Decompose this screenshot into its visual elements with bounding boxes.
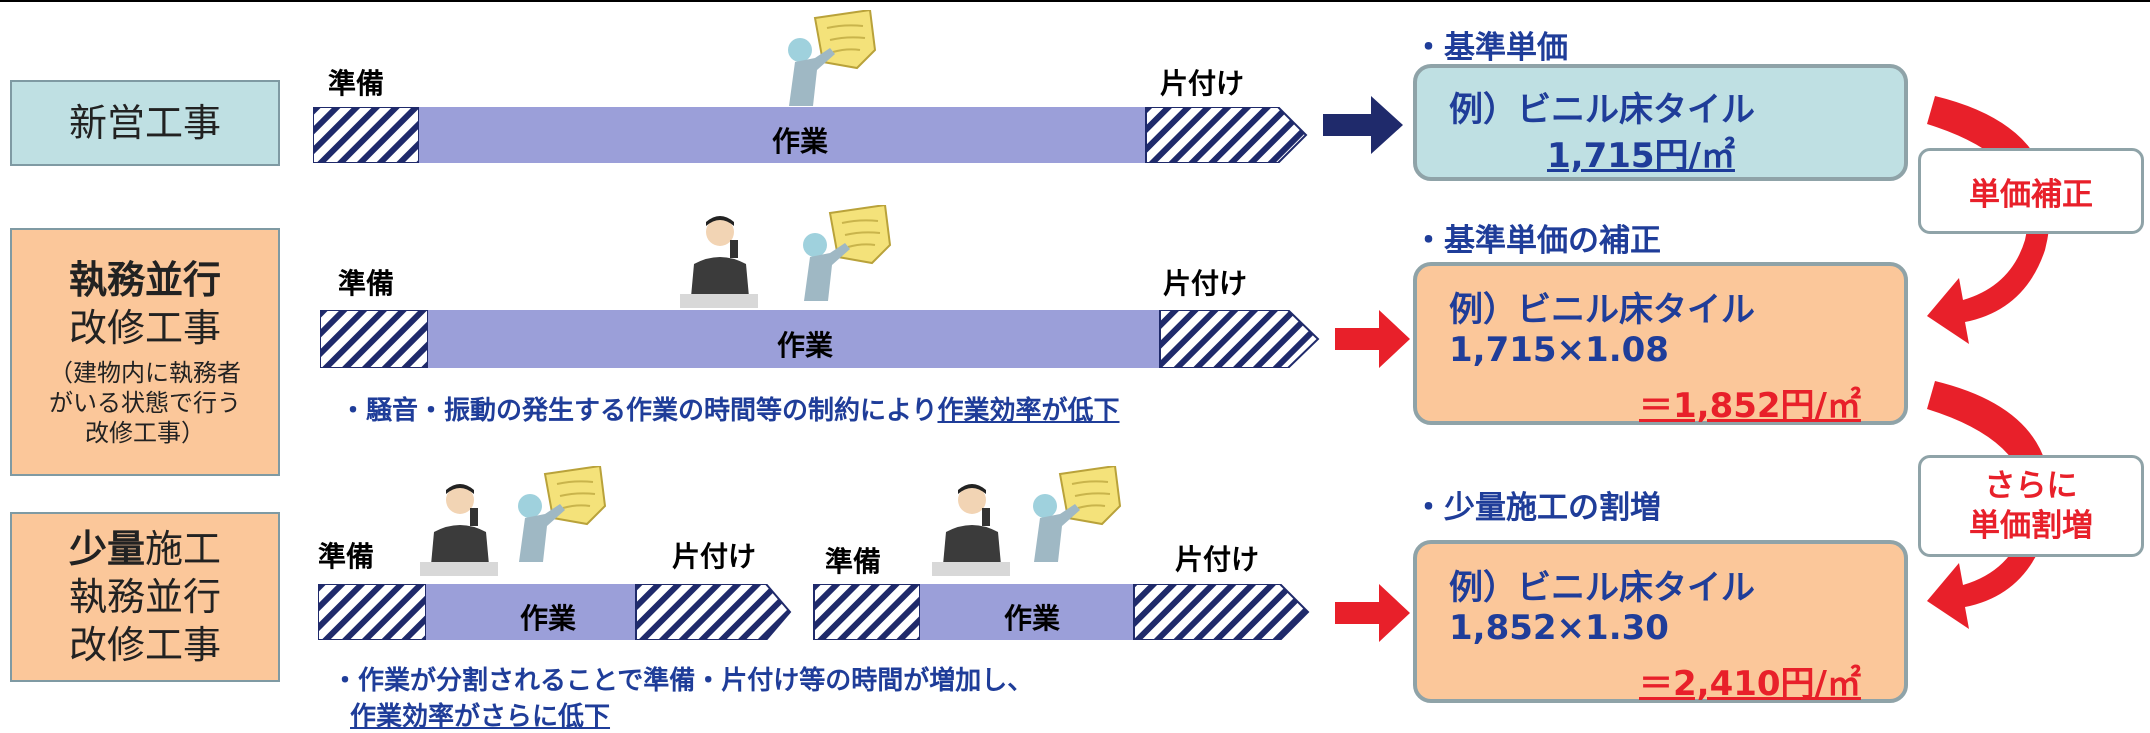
result-title: ・基準単価の補正	[1413, 223, 1661, 259]
row-label-note: （建物内に執務者 がいる状態で行う 改修工事）	[49, 358, 241, 448]
stage-label-cleanup: 片付け	[1175, 543, 1260, 576]
stage-label-cleanup: 片付け	[1160, 67, 1245, 100]
arrow-right-icon	[1335, 584, 1410, 642]
row-label-text: 新営工事	[68, 101, 221, 145]
process-bar-row2	[320, 310, 1320, 368]
prep-segment	[813, 584, 921, 640]
result-line: 例）ビニル床タイル	[1449, 90, 1755, 130]
cleanup-segment	[1145, 107, 1308, 163]
result-line: 1,852×1.30	[1449, 608, 1669, 648]
result-value: ＝1,852円/㎡	[1639, 386, 1861, 426]
result-title: ・少量施工の割増	[1413, 490, 1661, 526]
row-label-note-line: （建物内に執務者	[49, 359, 241, 387]
row-label-note-line: がいる状態で行う	[49, 389, 241, 417]
prep-segment	[320, 310, 429, 368]
row-label-bold-part: 少量	[68, 527, 145, 571]
result-value: ＝2,410円/㎡	[1639, 664, 1861, 704]
row2-note: ・騒音・振動の発生する作業の時間等の制約により作業効率が低下	[340, 390, 1120, 427]
office-worker-icon	[420, 484, 498, 576]
stage-label-prep: 準備	[318, 540, 375, 573]
stage-label-prep: 準備	[338, 267, 395, 300]
result-line: 例）ビニル床タイル	[1449, 568, 1755, 608]
row-label-line1: 少量施工	[69, 525, 221, 573]
stage-label-cleanup: 片付け	[672, 540, 757, 573]
side-label-text: さらに	[1984, 468, 2078, 504]
row-label-line3: 改修工事	[68, 623, 221, 667]
side-label-text: 単価補正	[1969, 176, 2093, 213]
row-label-new-construction: 新営工事	[10, 80, 280, 166]
worker-figure-icon	[803, 205, 892, 301]
row-label-occupied-renovation: 執務並行 改修工事 （建物内に執務者 がいる状態で行う 改修工事）	[10, 228, 280, 476]
top-border	[0, 0, 2150, 2]
arrow-right-icon	[1323, 96, 1403, 154]
row-label-text: 改修工事	[68, 306, 221, 350]
row-label-small-quantity: 少量施工 執務並行 改修工事	[10, 512, 280, 682]
cleanup-segment	[1133, 584, 1310, 640]
prep-segment	[318, 584, 427, 640]
curved-arrow-icon	[1927, 381, 2051, 629]
row-label-text-bold: 執務並行	[68, 258, 221, 302]
work-label: 作業	[776, 329, 834, 362]
note-text: ・騒音・振動の発生する作業の時間等の制約により	[340, 396, 938, 426]
side-label-correction: 単価補正	[1918, 148, 2144, 234]
office-worker-icon	[932, 484, 1010, 576]
office-worker-icon	[680, 216, 758, 308]
note-underlined-text: 作業効率がさらに低下	[350, 702, 611, 732]
side-label-surcharge: さらに 単価割増	[1918, 455, 2144, 557]
work-segment	[419, 107, 1146, 163]
stage-label-prep: 準備	[825, 545, 882, 578]
note-underlined-text: 作業効率が低下	[937, 396, 1120, 426]
work-segment	[426, 584, 636, 640]
row-label-line2: 執務並行	[68, 575, 221, 619]
result-box-base: 例）ビニル床タイル 1,715円/㎡	[1413, 64, 1908, 181]
side-label-text: 単価割増	[1969, 508, 2093, 544]
result-box-corrected: 例）ビニル床タイル 1,715×1.08 ＝1,852円/㎡	[1413, 262, 1908, 426]
prep-segment	[313, 107, 420, 163]
stage-label-cleanup: 片付け	[1163, 267, 1248, 300]
stage-label-prep: 準備	[328, 67, 385, 100]
row-label-note-line: 改修工事）	[85, 419, 205, 447]
result-title: ・基準単価	[1413, 30, 1568, 66]
row3-note-line1: ・作業が分割されることで準備・片付け等の時間が増加し、	[332, 666, 1034, 696]
row-label-rest-part: 施工	[145, 527, 222, 571]
cleanup-segment	[635, 584, 792, 640]
work-segment	[920, 584, 1134, 640]
work-segment	[428, 310, 1160, 368]
arrow-right-icon	[1335, 310, 1410, 368]
result-value: 1,715円/㎡	[1547, 136, 1735, 176]
cleanup-segment	[1159, 310, 1320, 368]
row3-note-line2: 作業効率がさらに低下	[350, 696, 610, 733]
worker-figure-icon	[788, 10, 877, 106]
worker-figure-icon	[518, 466, 607, 562]
work-label: 作業	[519, 602, 577, 635]
result-box-surcharge: 例）ビニル床タイル 1,852×1.30 ＝2,410円/㎡	[1413, 540, 1908, 704]
work-label: 作業	[771, 125, 829, 158]
result-line: 1,715×1.08	[1449, 330, 1669, 370]
process-bar-row3	[318, 584, 1310, 640]
worker-figure-icon	[1033, 466, 1122, 562]
work-label: 作業	[1003, 602, 1061, 635]
process-bar-row1	[313, 107, 1308, 163]
result-line: 例）ビニル床タイル	[1449, 290, 1755, 330]
